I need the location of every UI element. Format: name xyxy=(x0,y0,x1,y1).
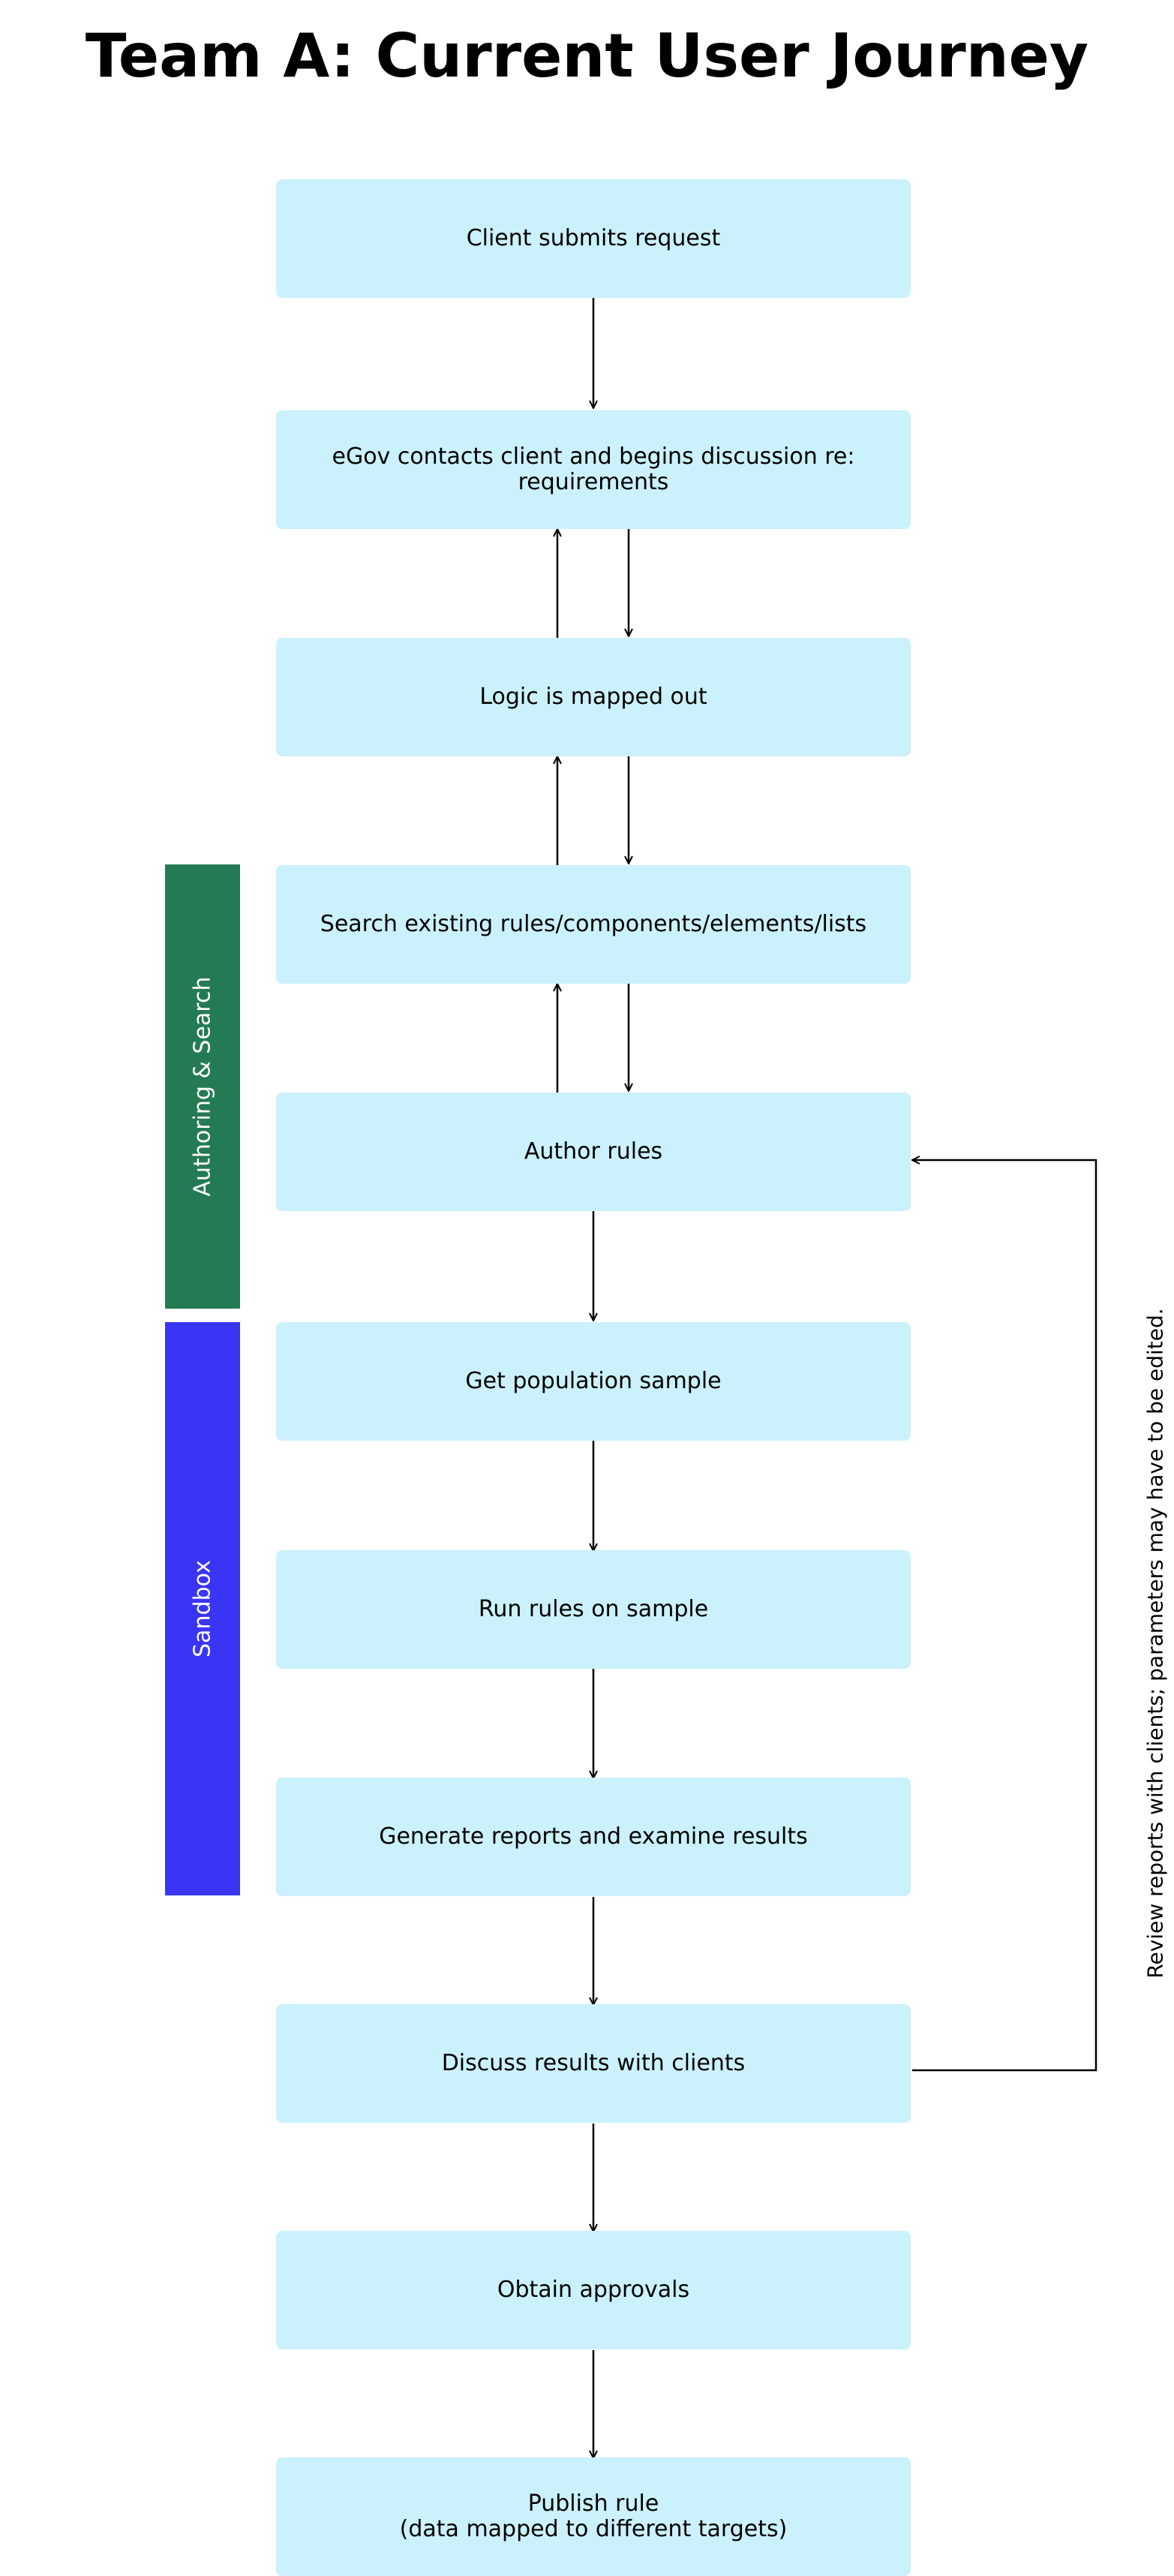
step-label: Client submits request xyxy=(466,225,721,251)
step-discuss-results: Discuss results with clients xyxy=(276,2004,911,2123)
step-label: Author rules xyxy=(524,1138,663,1165)
step-client-submits-request: Client submits request xyxy=(276,179,911,298)
step-author-rules: Author rules xyxy=(276,1093,911,1211)
phase-band-authoring-search: Authoring & Search xyxy=(165,864,240,1309)
step-label: Search existing rules/components/element… xyxy=(320,911,867,937)
feedback-loop-note: Review reports with clients; parameters … xyxy=(1142,1308,1168,1979)
step-run-rules-on-sample: Run rules on sample xyxy=(276,1550,911,1669)
step-label: Obtain approvals xyxy=(497,2277,690,2303)
step-label: Discuss results with clients xyxy=(441,2050,746,2076)
step-label: Logic is mapped out xyxy=(479,684,707,710)
step-logic-mapped-out: Logic is mapped out xyxy=(276,638,911,756)
step-label: Get population sample xyxy=(465,1368,722,1394)
page-title: Team A: Current User Journey xyxy=(85,21,1089,91)
step-label: Generate reports and examine results xyxy=(379,1823,808,1850)
step-label: Run rules on sample xyxy=(478,1596,709,1622)
step-publish-rule: Publish rule (data mapped to different t… xyxy=(276,2457,911,2576)
step-label: Publish rule (data mapped to different t… xyxy=(399,2490,788,2542)
phase-band-sandbox: Sandbox xyxy=(165,1322,240,1895)
step-obtain-approvals: Obtain approvals xyxy=(276,2231,911,2349)
step-search-existing: Search existing rules/components/element… xyxy=(276,865,911,984)
step-label: eGov contacts client and begins discussi… xyxy=(332,443,855,495)
step-generate-reports: Generate reports and examine results xyxy=(276,1778,911,1896)
feedback-loop-connector xyxy=(912,1160,1097,2072)
step-get-population-sample: Get population sample xyxy=(276,1322,911,1441)
step-egov-contacts-client: eGov contacts client and begins discussi… xyxy=(276,410,911,529)
